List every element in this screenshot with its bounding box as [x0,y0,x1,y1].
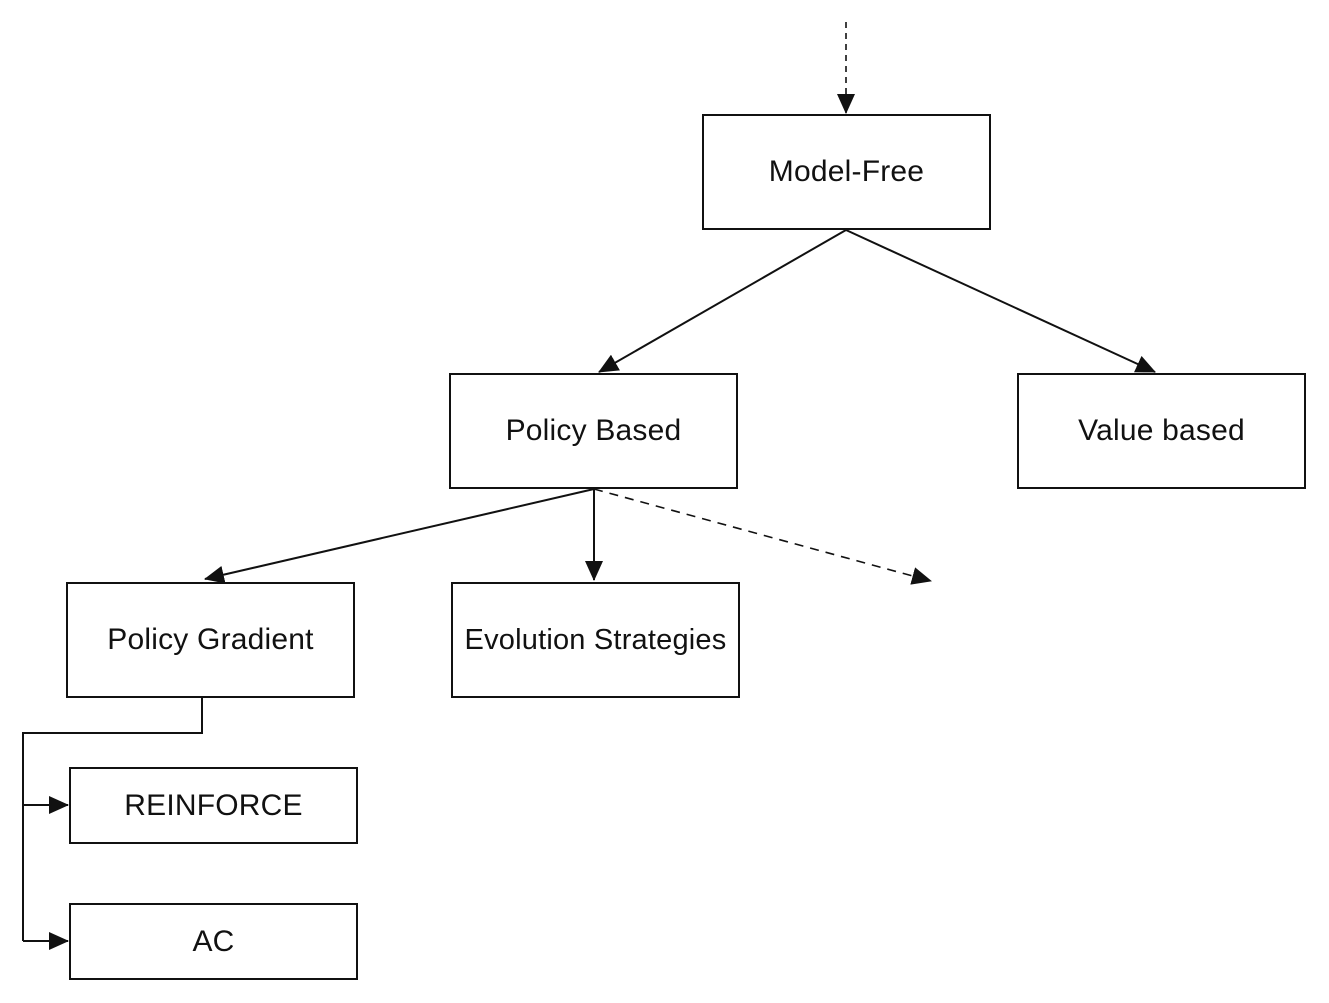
node-label-model-free: Model-Free [768,155,925,188]
node-label-policy-gradient: Policy Gradient [107,623,314,656]
node-reinforce: REINFORCE [69,767,358,844]
node-value-based: Value based [1017,373,1306,489]
node-ac: AC [69,903,358,980]
node-label-value-based: Value based [1078,414,1245,447]
node-model-free: Model-Free [702,114,991,230]
policy-gradient-connector [22,698,203,941]
arrow-policy-based-to-policy-gradient [204,488,595,584]
node-evolution-strategies: Evolution Strategies [451,582,740,698]
arrow-model-free-to-policy-based [598,229,847,373]
node-policy-based: Policy Based [449,373,738,489]
arrow-model-free-to-value-based [845,229,1156,373]
node-label-ac: AC [192,924,235,958]
node-label-reinforce: REINFORCE [124,788,303,822]
node-policy-gradient: Policy Gradient [66,582,355,698]
dashed-arrow-policy-based-to-other [593,488,932,585]
node-label-evolution-strategies: Evolution Strategies [464,623,727,656]
node-label-policy-based: Policy Based [505,414,682,447]
